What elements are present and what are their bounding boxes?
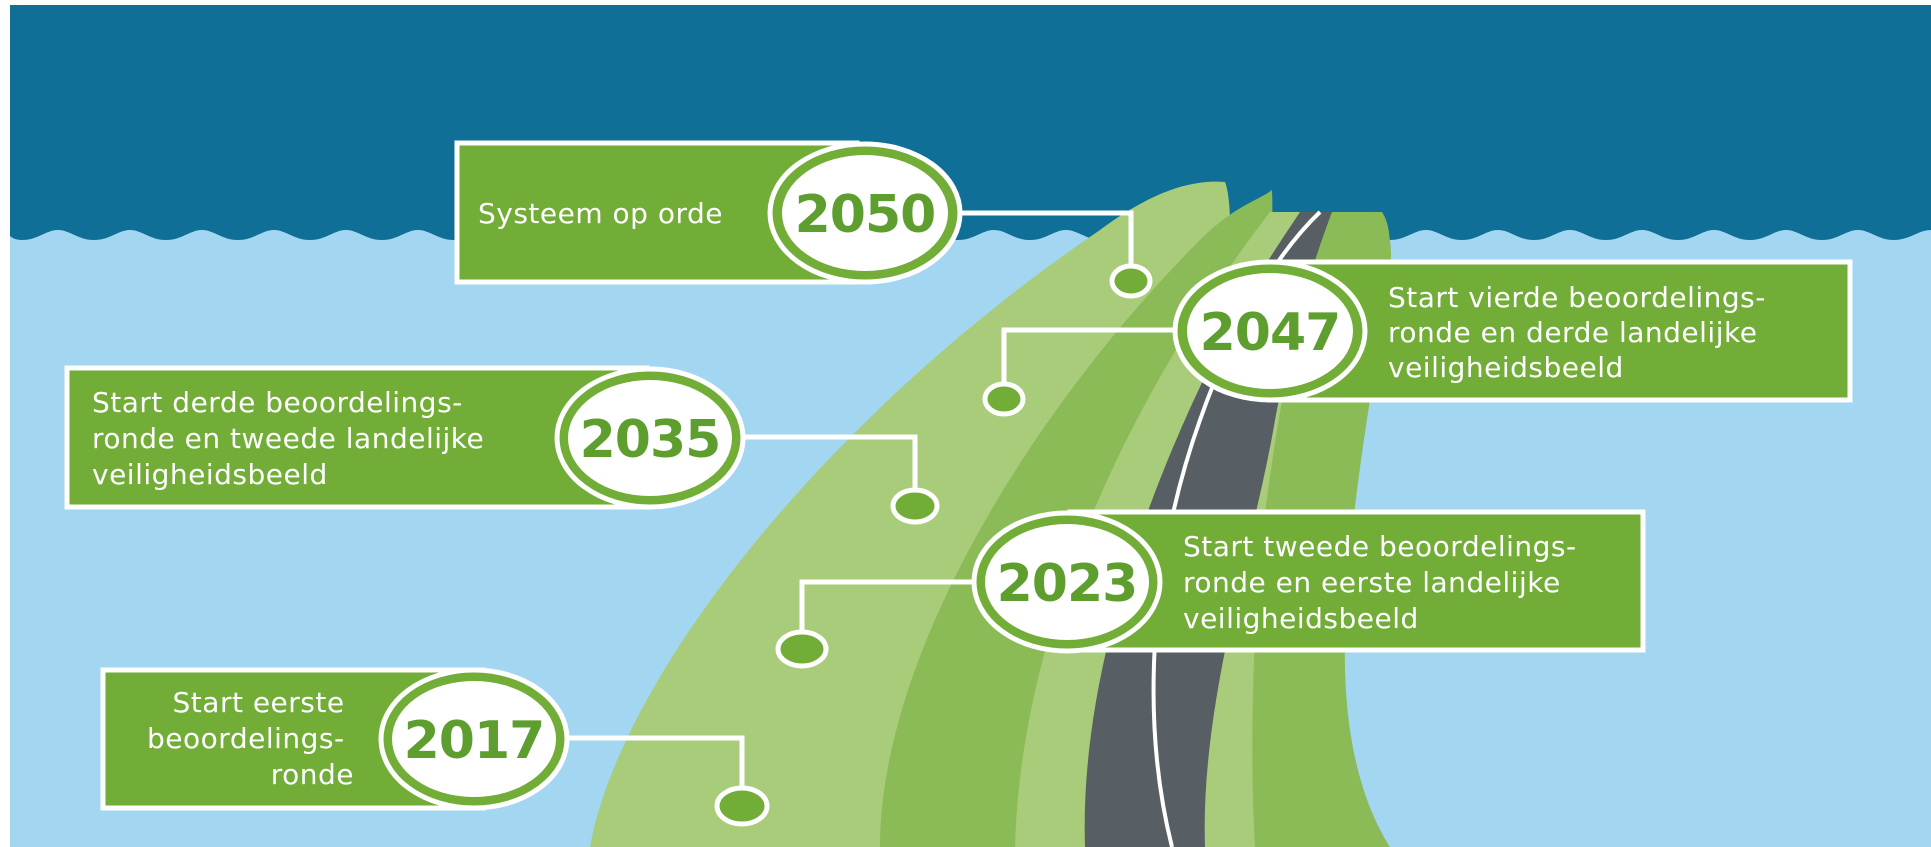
milestone-label-line: ronde en eerste landelijke [1183,566,1561,599]
milestone-label-line: Start vierde beoordelings- [1388,281,1766,314]
year-badge-inner-2023 [985,524,1149,640]
connector-2050 [960,210,1134,280]
milestone-2023: Start tweede beoordelings- ronde en eers… [971,509,1646,654]
connector-2017 [566,735,745,805]
dike-markers [714,263,1153,827]
year-badge-inner-2047 [1187,273,1353,389]
year-badge-inner-2050 [782,155,948,271]
milestone-label-line: Start tweede beoordelings- [1183,530,1577,563]
milestone-label-line: veiligheidsbeeld [92,458,328,491]
year-label-2023: 2023 [997,554,1138,614]
milestone-label-line: ronde [271,758,354,791]
milestone-label-2035: Start derde beoordelings- ronde en tweed… [92,386,494,491]
marker-dot-2047 [982,381,1026,417]
year-label-2050: 2050 [795,185,936,245]
connector-2047 [1001,327,1185,400]
marker-dot-2035 [890,487,940,525]
milestone-label-line: ronde en tweede landelijke [92,422,484,455]
connector-2035 [745,434,918,505]
marker-dot-2050 [1109,263,1153,299]
milestone-label-line: veiligheidsbeeld [1183,602,1419,635]
year-badge-inner-2017 [392,681,556,797]
milestone-label-2047: Start vierde beoordelings- ronde en derd… [1388,281,1775,384]
milestone-label-line: Start derde beoordelings- [92,386,463,419]
milestone-2050: Systeem op orde 2050 [454,140,963,285]
year-label-2017: 2017 [404,711,545,771]
milestone-label-line: Start eerste [173,686,345,719]
milestone-label-line: beoordelings- [147,722,345,755]
milestone-2017: Start eerste beoordelings- ronde 2017 [100,667,570,811]
milestone-label-line: Systeem op orde [478,197,723,230]
milestone-label-2050: Systeem op orde [478,197,723,230]
connector-2023 [799,579,980,650]
year-badge-inner-2035 [568,380,732,496]
year-label-2035: 2035 [580,410,721,470]
marker-dot-2017 [714,785,770,827]
milestone-2047: Start vierde beoordelings- ronde en derd… [1172,259,1853,403]
milestone-label-line: ronde en derde landelijke [1388,316,1757,349]
year-label-2047: 2047 [1200,303,1341,363]
milestone-label-2023: Start tweede beoordelings- ronde en eers… [1183,530,1586,635]
milestone-label-2017: Start eerste beoordelings- ronde [147,686,354,791]
milestone-2035: Start derde beoordelings- ronde en tweed… [64,365,746,510]
connectors [566,210,1185,805]
deep-water-waves [10,5,1931,240]
marker-dot-2023 [775,629,829,669]
milestone-label-line: veiligheidsbeeld [1388,351,1624,384]
milestone-box-2023 [1067,509,1646,653]
